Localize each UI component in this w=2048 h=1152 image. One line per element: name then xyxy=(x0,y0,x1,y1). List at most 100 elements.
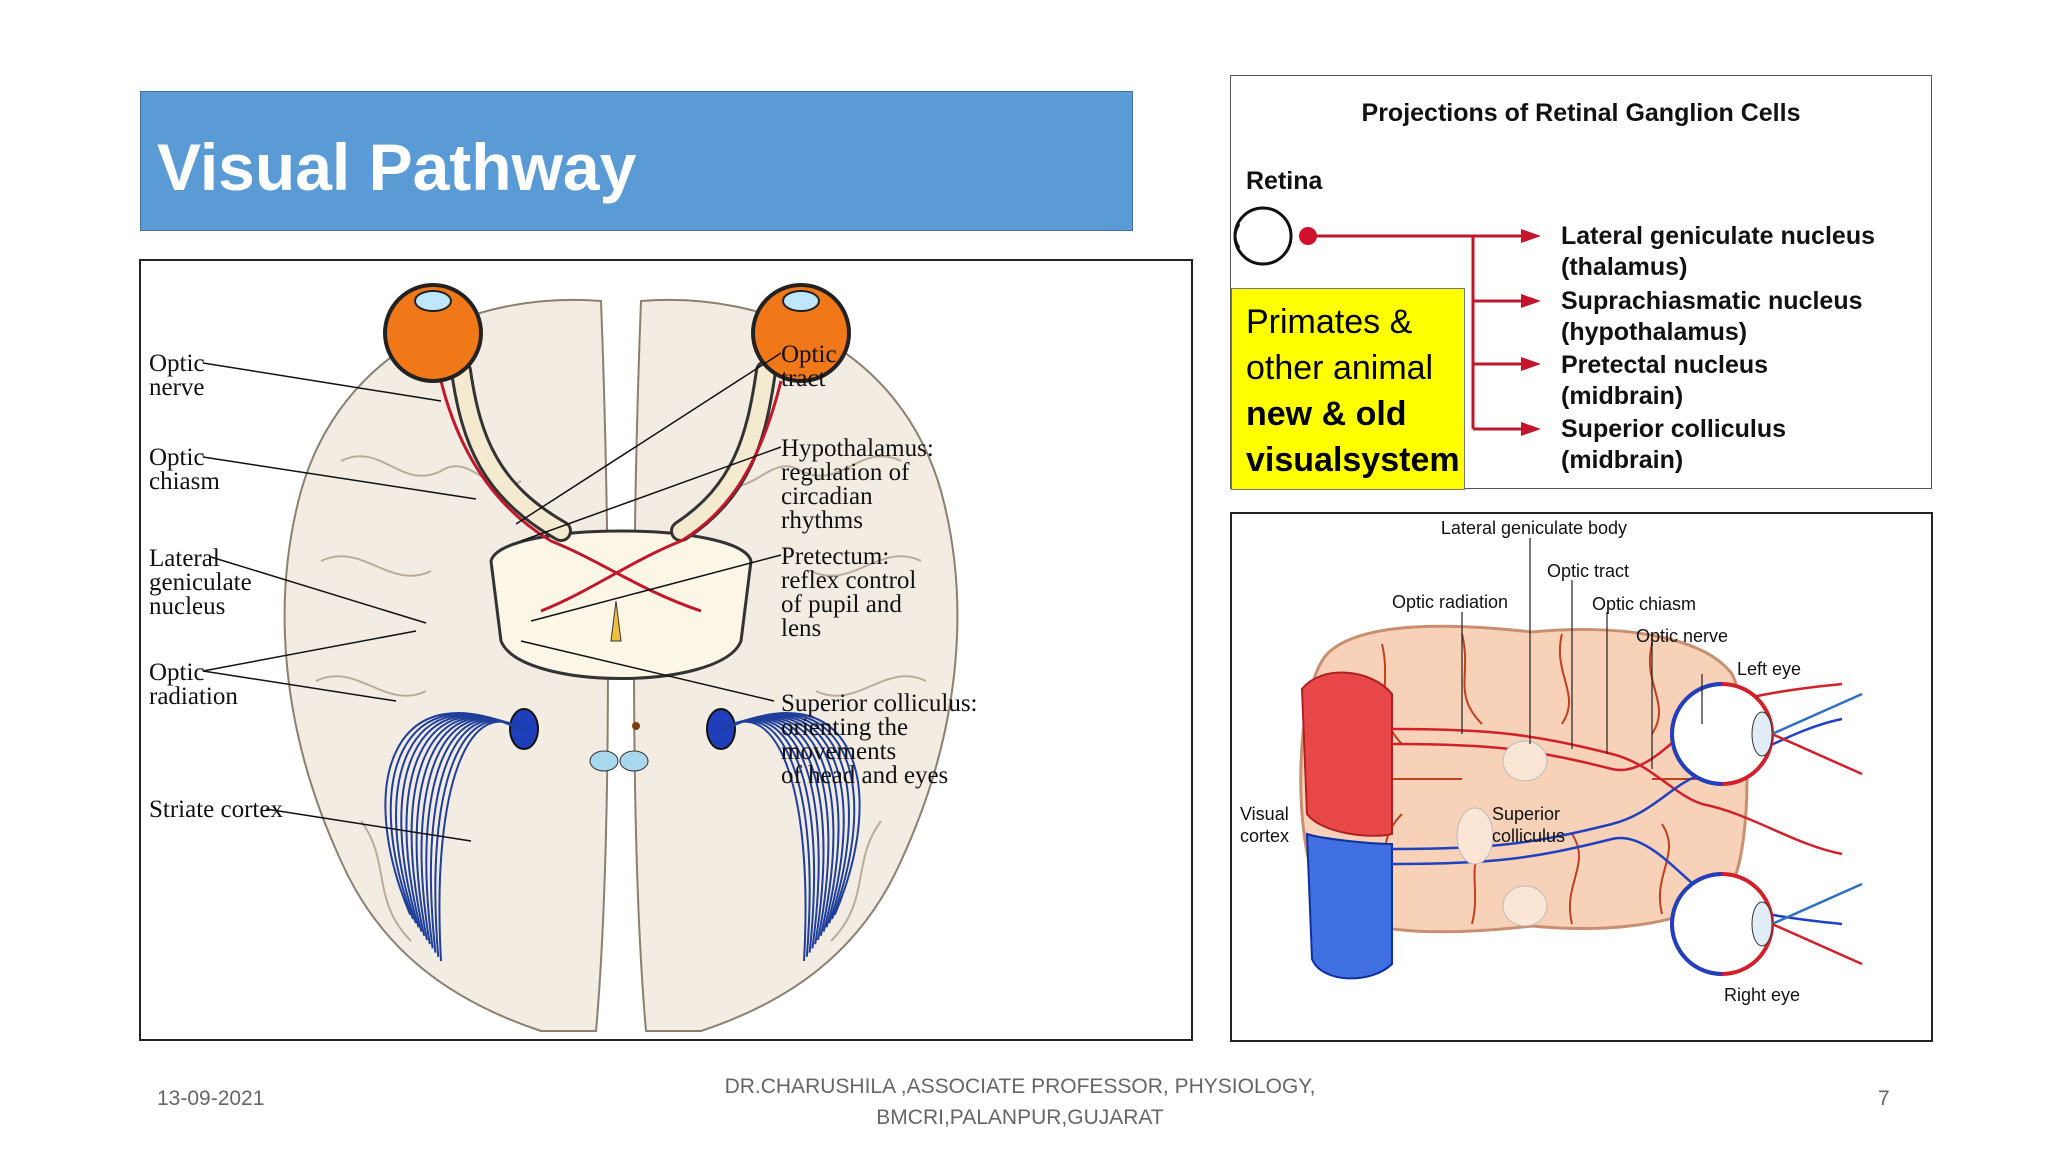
label-pretectum-3: of pupil and xyxy=(781,591,902,618)
lgn-left xyxy=(509,708,539,750)
cross-section-panel: Lateral geniculate body Optic tract Opti… xyxy=(1230,512,1933,1042)
eye-right xyxy=(751,283,851,383)
svg-text:Suprachiasmatic nucleus(hypoth: Suprachiasmatic nucleus (hypothalamus) xyxy=(1561,287,1863,346)
label-superior-colliculus-1: Superior colliculus: xyxy=(781,690,978,717)
superior-colliculus-node xyxy=(1456,807,1494,865)
superior-colliculus-left xyxy=(589,750,619,772)
eye-left xyxy=(383,283,483,383)
label-optic-chiasm-1: Optic xyxy=(149,444,205,471)
left-eye-icon xyxy=(1670,682,1863,786)
radiation-fiber-left xyxy=(384,712,525,916)
cross-section-diagram: Lateral geniculate body Optic tract Opti… xyxy=(1240,518,1863,1005)
pathway-red-left xyxy=(439,380,702,613)
pathway-red-right xyxy=(540,380,783,613)
target-pretectal-sub: (midbrain) xyxy=(1561,382,1683,410)
svg-text:Superior colliculus:orienting: Superior colliculus:orienting themovemen… xyxy=(781,690,978,789)
label-visual-cortex-1: Visual xyxy=(1240,804,1289,824)
target-scn-sub: (hypothalamus) xyxy=(1561,318,1747,346)
highlight-line-3: new & old xyxy=(1246,395,1407,433)
label-hypothalamus-4: rhythms xyxy=(781,507,863,534)
right-eye-icon xyxy=(1670,872,1863,976)
label-hypothalamus-1: Hypothalamus: xyxy=(781,435,934,462)
projection-arrowheads xyxy=(1521,229,1541,436)
target-sc-sub: (midbrain) xyxy=(1561,446,1683,474)
hypothalamus-marker xyxy=(610,600,622,642)
label-lgn-1: Lateral xyxy=(149,545,220,572)
label-hypothalamus-3: circadian xyxy=(781,483,873,510)
label-cross-optic-nerve: Optic nerve xyxy=(1636,626,1728,646)
svg-text:Lateral geniculate nucleus(tha: Lateral geniculate nucleus (thalamus) xyxy=(1561,222,1875,281)
leader-lines xyxy=(202,352,782,842)
target-lgn: Lateral geniculate nucleus xyxy=(1561,222,1875,250)
label-cross-optic-radiation: Optic radiation xyxy=(1392,592,1508,612)
retina-label: Retina xyxy=(1246,167,1324,195)
title-banner: Visual Pathway xyxy=(140,91,1133,231)
radiation-fiber-right xyxy=(720,712,861,916)
label-optic-tract-1: Optic xyxy=(781,341,837,368)
label-hypothalamus-2: regulation of xyxy=(781,459,910,486)
target-pretectal: Pretectal nucleus xyxy=(1561,351,1768,379)
footer-credit-line-1: DR.CHARUSHILA ,ASSOCIATE PROFESSOR, PHYS… xyxy=(724,1075,1316,1098)
lgb-top xyxy=(1502,740,1548,782)
label-superior-colliculus-2: orienting the xyxy=(781,714,908,741)
label-lgn-2: geniculate xyxy=(149,569,252,596)
label-striate-cortex: Striate cortex xyxy=(149,796,283,823)
label-lgn-3: nucleus xyxy=(149,593,225,620)
label-cross-optic-tract: Optic tract xyxy=(1547,561,1629,581)
footer-credit-line-2: BMCRI,PALANPUR,GUJARAT xyxy=(876,1106,1164,1129)
page-number: 7 xyxy=(1878,1087,1890,1110)
lgb-bottom xyxy=(1502,885,1548,927)
label-right-eye: Right eye xyxy=(1724,985,1800,1005)
label-optic-radiation-1: Optic xyxy=(149,659,205,686)
label-cross-optic-chiasm: Optic chiasm xyxy=(1592,594,1696,614)
label-pretectum-2: reflex control xyxy=(781,567,916,594)
label-left-eye: Left eye xyxy=(1737,659,1801,679)
projection-lines xyxy=(1308,234,1524,431)
highlight-line-2: other animal xyxy=(1246,349,1434,387)
label-optic-nerve-1: Optic xyxy=(149,350,205,377)
brainstem-region xyxy=(489,529,753,680)
label-optic-radiation-2: radiation xyxy=(149,683,238,710)
lgn-right xyxy=(706,708,736,750)
label-pretectum-1: Pretectum: xyxy=(781,543,889,570)
target-lgn-sub: (thalamus) xyxy=(1561,253,1687,281)
projections-diagram: Projections of Retinal Ganglion Cells Re… xyxy=(1233,99,1875,474)
svg-text:Superior colliculus(midbrain): Superior colliculus (midbrain) xyxy=(1561,415,1786,474)
label-visual-cortex-2: cortex xyxy=(1240,826,1289,846)
label-superior-colliculus-3: movements xyxy=(781,738,896,765)
optic-radiation-fibers xyxy=(384,712,861,962)
svg-text:Pretectal nucleus(midbrain): Pretectal nucleus (midbrain) xyxy=(1561,351,1768,410)
visual-cortex-blue xyxy=(1305,832,1393,980)
label-pretectum-4: lens xyxy=(781,615,821,642)
target-sc: Superior colliculus xyxy=(1561,415,1786,443)
highlight-line-4: visualsystem xyxy=(1246,441,1460,479)
target-scn: Suprachiasmatic nucleus xyxy=(1561,287,1863,315)
label-cross-superior-2: colliculus xyxy=(1492,826,1565,846)
label-optic-nerve-2: nerve xyxy=(149,374,205,401)
pretectum-marker xyxy=(632,722,640,730)
footer-credit: DR.CHARUSHILA ,ASSOCIATE PROFESSOR, PHYS… xyxy=(640,1071,1400,1133)
highlight-note: Primates & other animal new & old visual… xyxy=(1231,288,1465,490)
visual-cortex-red xyxy=(1300,671,1393,837)
footer-date: 13-09-2021 xyxy=(157,1087,265,1110)
highlight-line-1: Primates & xyxy=(1246,303,1413,341)
label-lateral-geniculate-body: Lateral geniculate body xyxy=(1441,518,1627,538)
retina-eye-icon xyxy=(1233,206,1293,266)
projections-title: Projections of Retinal Ganglion Cells xyxy=(1362,99,1801,127)
cross-leader-lines xyxy=(1461,538,1703,769)
slide-title: Visual Pathway xyxy=(157,130,637,204)
label-optic-tract-2: tract xyxy=(781,365,825,392)
superior-colliculus-right xyxy=(619,750,649,772)
label-optic-chiasm-2: chiasm xyxy=(149,468,220,495)
